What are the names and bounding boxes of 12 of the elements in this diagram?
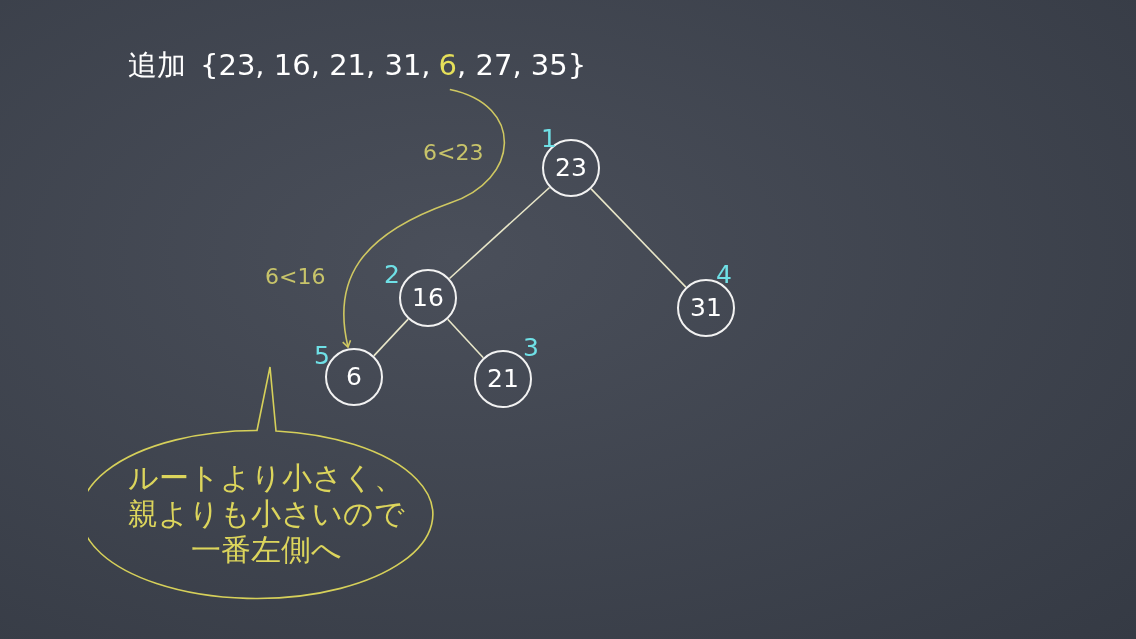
- tree-edge: [590, 188, 687, 288]
- number-set: {23, 16, 21, 31,: [200, 47, 431, 84]
- order-number: 2: [384, 259, 400, 291]
- tree-edge: [448, 186, 551, 280]
- tree-edge: [446, 318, 485, 359]
- comparison-label: 6<23: [423, 139, 484, 167]
- curved-arrow: [342, 88, 506, 348]
- highlighted-number: 6: [438, 44, 458, 88]
- comparison-label: 6<16: [265, 263, 326, 291]
- tree-edge: [373, 318, 409, 357]
- number-set: , 27, 35}: [457, 47, 587, 84]
- heading: 追加: [128, 47, 186, 84]
